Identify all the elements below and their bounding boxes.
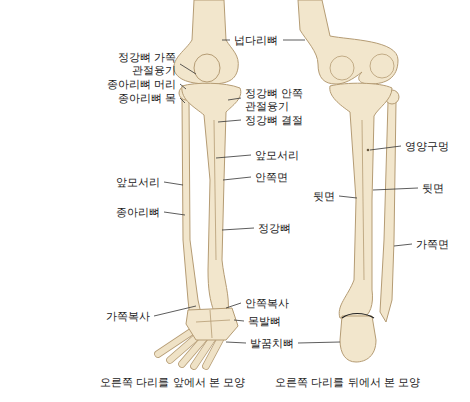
part-label: 영양구멍 [405,140,449,153]
view-caption: 오른쪽 다리를 뒤에서 본 모양 [275,376,420,389]
part-label: 정강뼈 [258,222,291,235]
part-label: 가쪽면 [416,238,449,251]
part-label: 뒷면 [313,190,335,203]
part-label: 안쪽복사 [245,297,289,310]
part-label: 앞모서리 [116,176,160,189]
view-caption: 오른쪽 다리를 앞에서 본 모양 [100,376,245,389]
part-label: 앞모서리 [255,149,299,162]
part-label: 종아리뼈 [116,206,160,219]
part-label: 정강뼈 가쪽 관절융기 [110,51,176,76]
part-label: 정강뼈 안쪽 관절융기 [245,87,311,112]
part-label: 목발뼈 [248,315,281,328]
part-label: 발꿈치뼈 [250,337,294,350]
back-leg [298,0,399,362]
part-label: 종아리뼈 머리 [107,78,176,91]
part-label: 정강뼈 결절 [245,114,303,127]
part-label: 넙다리뼈 [234,34,278,47]
part-label: 뒷면 [422,182,444,195]
part-label: 안쪽면 [255,171,288,184]
part-label: 종아리뼈 목 [118,92,176,105]
leader-lines [154,40,418,343]
part-label: 가쪽복사 [106,310,150,323]
